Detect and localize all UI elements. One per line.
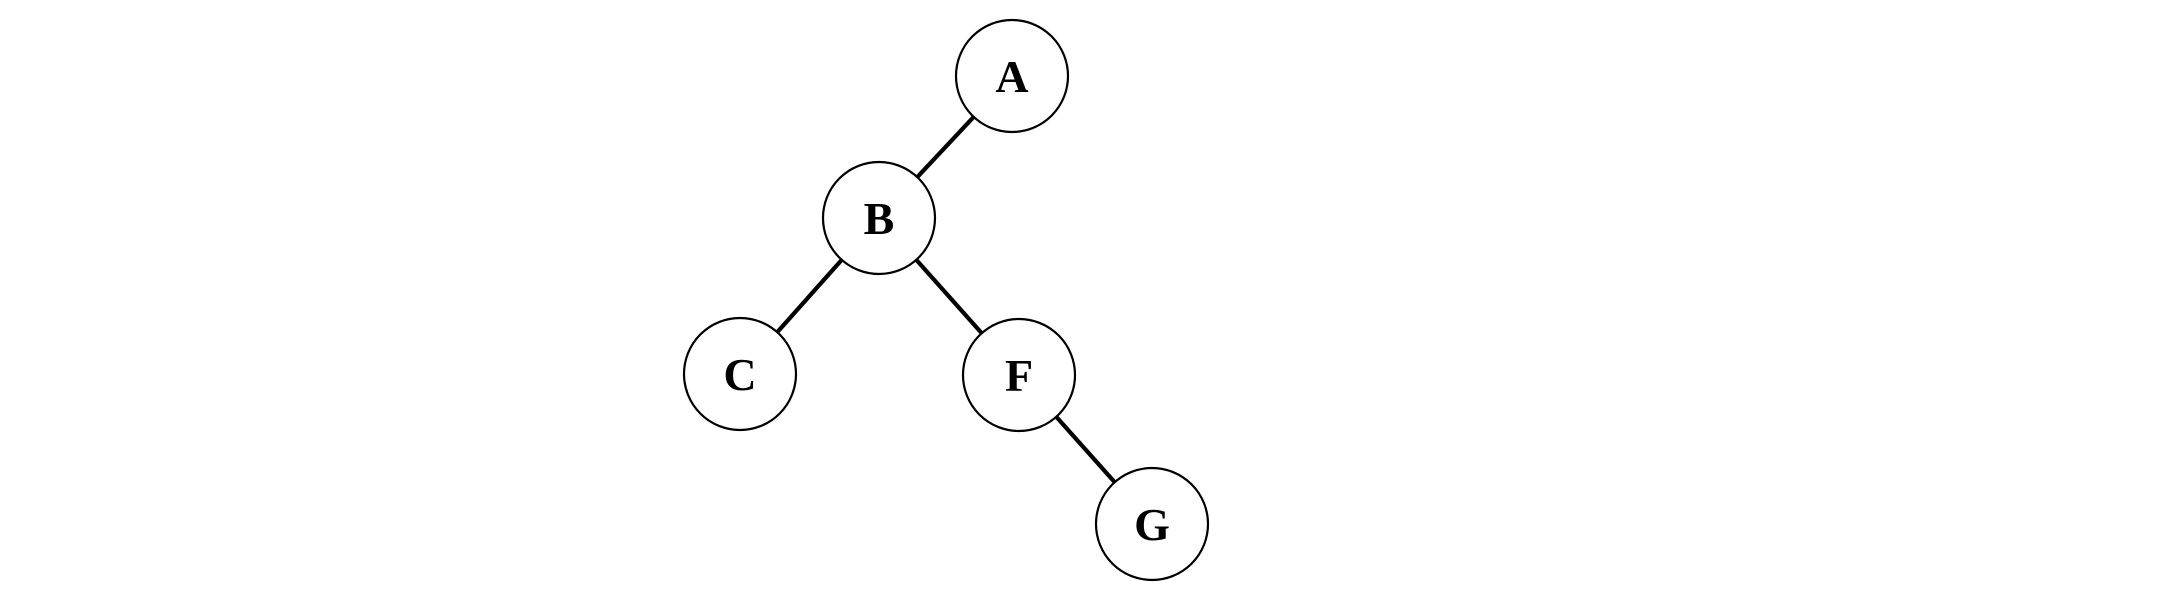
node-label-B: B [864,193,895,244]
node-label-G: G [1134,499,1170,550]
node-label-A: A [995,51,1028,102]
node-circle-C [682,316,798,432]
node-circle-G [1094,466,1210,582]
node-label-F: F [1005,350,1033,401]
node-circle-B [821,160,937,276]
node-G: G [1094,466,1210,582]
node-circle-F [961,317,1077,433]
node-circle-A [954,18,1070,134]
node-B: B [821,160,937,276]
node-A: A [954,18,1070,134]
node-F: F [961,317,1077,433]
node-label-C: C [723,349,756,400]
node-C: C [682,316,798,432]
